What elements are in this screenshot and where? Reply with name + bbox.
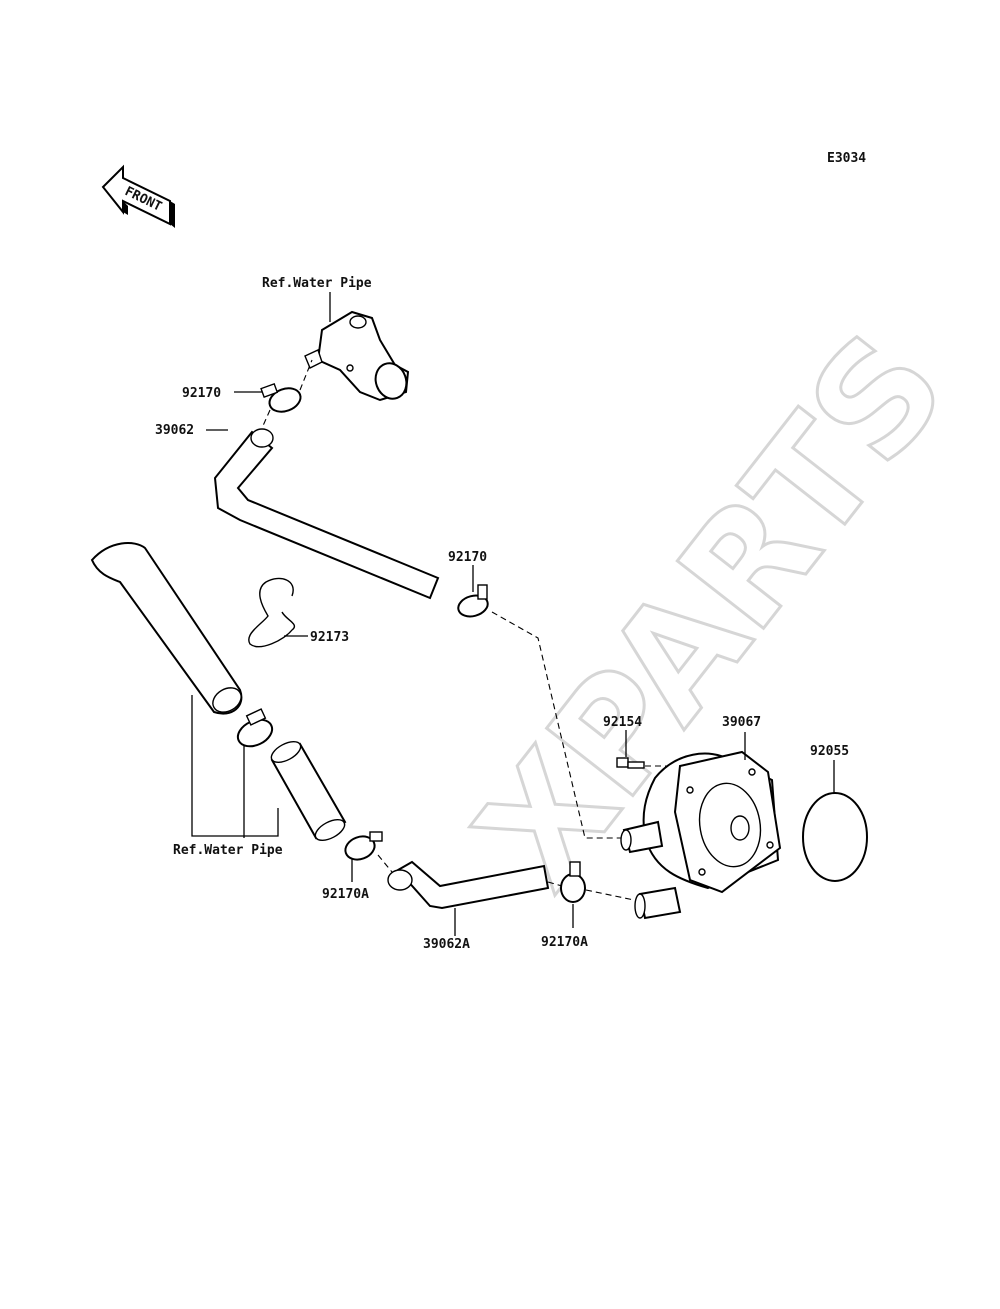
diagram-code: E3034 bbox=[827, 151, 866, 166]
clip-92173-label: 92173 bbox=[310, 630, 349, 645]
water-pipe-large bbox=[90, 542, 243, 715]
clamp-92170-upper bbox=[260, 382, 302, 413]
clamp-92170-mid bbox=[457, 584, 489, 618]
clamp-large-pipe bbox=[236, 708, 274, 748]
oil-cooler-39067 bbox=[620, 750, 782, 920]
clamp-92170A-right-label: 92170A bbox=[541, 935, 588, 950]
oring-92055 bbox=[802, 792, 868, 882]
clamp-92170-mid-label: 92170 bbox=[448, 550, 487, 565]
clip-92173 bbox=[248, 577, 296, 648]
hose-39062 bbox=[213, 428, 440, 600]
oil-cooler-39067-label: 39067 bbox=[722, 715, 761, 730]
oring-92055-label: 92055 bbox=[810, 744, 849, 759]
ref-water-pipe-top-label: Ref.Water Pipe bbox=[262, 276, 372, 291]
bolt-92154 bbox=[616, 757, 645, 769]
ref-water-pipe-bottom-bracket bbox=[191, 695, 279, 837]
hose-39062A bbox=[387, 860, 550, 910]
hose-39062-label: 39062 bbox=[155, 423, 194, 438]
front-arrow-icon: FRONT bbox=[101, 164, 175, 228]
hose-39062A-label: 39062A bbox=[423, 937, 470, 952]
thermostat-housing bbox=[304, 310, 410, 402]
water-pipe-short bbox=[270, 740, 347, 842]
clamp-92170A-left-label: 92170A bbox=[322, 887, 369, 902]
clamp-92170A-right bbox=[560, 861, 586, 903]
clamp-92170A-left bbox=[344, 831, 383, 861]
clamp-92170-upper-label: 92170 bbox=[182, 386, 221, 401]
bolt-92154-label: 92154 bbox=[603, 715, 642, 730]
ref-water-pipe-bottom-label: Ref.Water Pipe bbox=[173, 843, 283, 858]
